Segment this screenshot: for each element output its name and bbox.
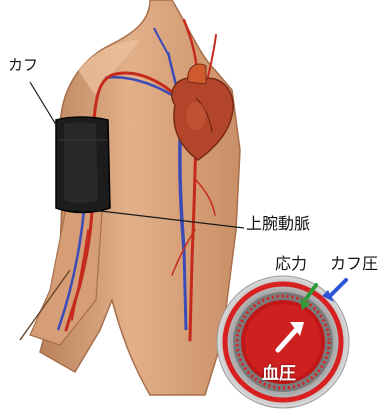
cuff-pressure-label: カフ圧 bbox=[330, 256, 378, 272]
blood-pressure-label: 血圧 bbox=[262, 359, 296, 384]
brachial-artery-label: 上腕動脈 bbox=[246, 216, 310, 232]
cuff-label: カフ bbox=[8, 58, 38, 73]
cuff-leader-line bbox=[30, 82, 58, 128]
bp-cuff bbox=[56, 117, 110, 213]
stress-label: 応力 bbox=[275, 256, 307, 272]
